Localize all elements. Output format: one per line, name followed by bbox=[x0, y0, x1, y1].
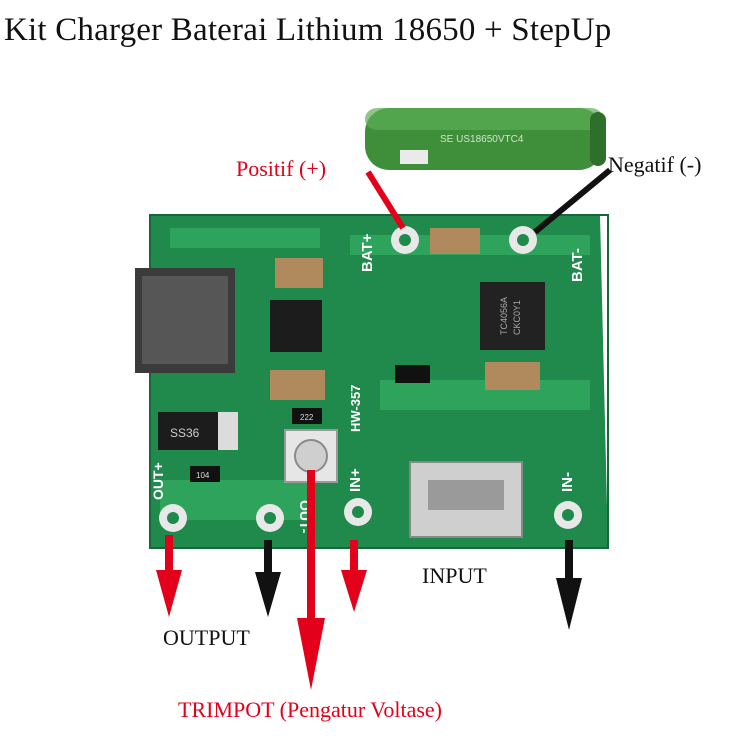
negative-label: Negatif (-) bbox=[608, 152, 702, 177]
silk-model: HW-357 bbox=[348, 385, 363, 432]
input-label: INPUT bbox=[422, 563, 487, 588]
input-plus-arrow bbox=[341, 540, 367, 612]
positive-lead-line bbox=[365, 170, 406, 230]
diode-text: SS36 bbox=[170, 426, 200, 440]
silk-in-minus: IN- bbox=[559, 472, 576, 492]
page-title: Kit Charger Baterai Lithium 18650 + Step… bbox=[4, 12, 612, 48]
trimpot-arrow bbox=[297, 470, 325, 690]
res-222-text: 222 bbox=[300, 413, 314, 422]
pcb-board: SS36 TC4056A CKC0Y1 222 104 BAT+ BAT- bbox=[135, 214, 609, 549]
res-104-text: 104 bbox=[196, 471, 210, 480]
silk-out-plus: OUT+ bbox=[150, 462, 166, 500]
output-minus-arrow bbox=[255, 540, 281, 617]
battery-label: SE US18650VTC4 bbox=[440, 134, 524, 145]
input-minus-arrow bbox=[556, 540, 582, 630]
chip-text-line2: CKC0Y1 bbox=[512, 300, 522, 335]
trimpot-label: TRIMPOT (Pengatur Voltase) bbox=[178, 697, 442, 722]
positive-label: Positif (+) bbox=[236, 156, 327, 181]
silk-bat-minus: BAT- bbox=[569, 248, 586, 282]
silk-in-plus: IN+ bbox=[347, 468, 364, 492]
silk-bat-plus: BAT+ bbox=[359, 233, 376, 272]
negative-lead-line bbox=[533, 167, 612, 235]
output-plus-arrow bbox=[156, 535, 182, 617]
battery-18650: SE US18650VTC4 bbox=[365, 108, 606, 170]
output-label: OUTPUT bbox=[163, 625, 250, 650]
chip-text: TC4056A bbox=[499, 297, 509, 335]
